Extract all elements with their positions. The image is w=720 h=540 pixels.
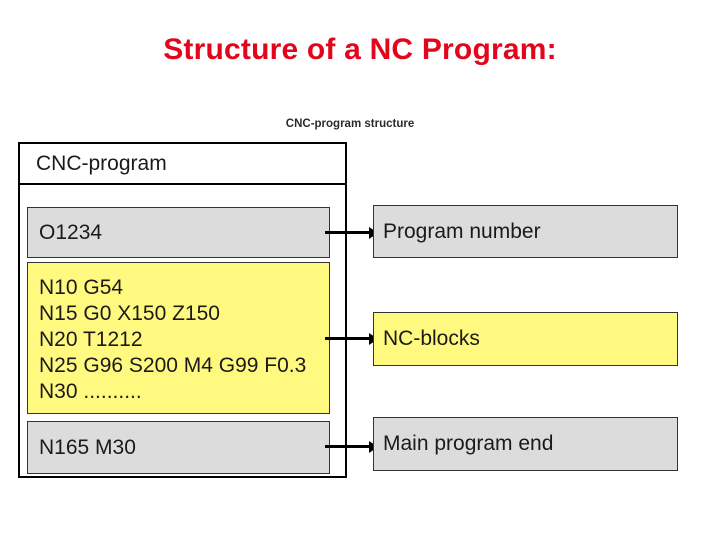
description-label: Program number xyxy=(383,219,541,243)
description-label: Main program end xyxy=(383,432,554,455)
nc-block-line: N20 T1212 xyxy=(39,328,143,351)
nc-block-main-end: N165 M30 xyxy=(27,421,330,474)
description-label: NC-blocks xyxy=(383,327,480,350)
connector-arrow-nc-blocks xyxy=(325,332,378,345)
nc-block-line: O1234 xyxy=(39,220,103,244)
cnc-program-frame-header-label: CNC-program xyxy=(36,151,167,175)
nc-block-line: N10 G54 xyxy=(39,276,124,299)
description-box-program-number: Program number xyxy=(373,205,678,258)
nc-block-program-number: O1234 xyxy=(27,207,330,258)
nc-block-line: N25 G96 S200 M4 G99 F0.3 xyxy=(39,354,307,377)
nc-block-program-body: N10 G54 N15 G0 X150 Z150 N20 T1212 N25 G… xyxy=(27,262,330,414)
cnc-program-frame-header: CNC-program xyxy=(20,144,345,185)
nc-block-line: N15 G0 X150 Z150 xyxy=(39,302,220,325)
description-box-nc-blocks: NC-blocks xyxy=(373,312,678,366)
diagram-caption: CNC-program structure xyxy=(285,118,415,130)
page-title: Structure of a NC Program: xyxy=(163,33,557,66)
nc-block-line: N30 .......... xyxy=(39,380,142,403)
description-box-main-end: Main program end xyxy=(373,417,678,471)
connector-arrow-program-number xyxy=(325,226,378,239)
nc-block-line: N165 M30 xyxy=(39,435,136,459)
connector-arrow-main-end xyxy=(325,440,378,453)
cnc-program-frame: CNC-program O1234 N10 G54 N15 G0 X150 Z1… xyxy=(18,142,347,478)
